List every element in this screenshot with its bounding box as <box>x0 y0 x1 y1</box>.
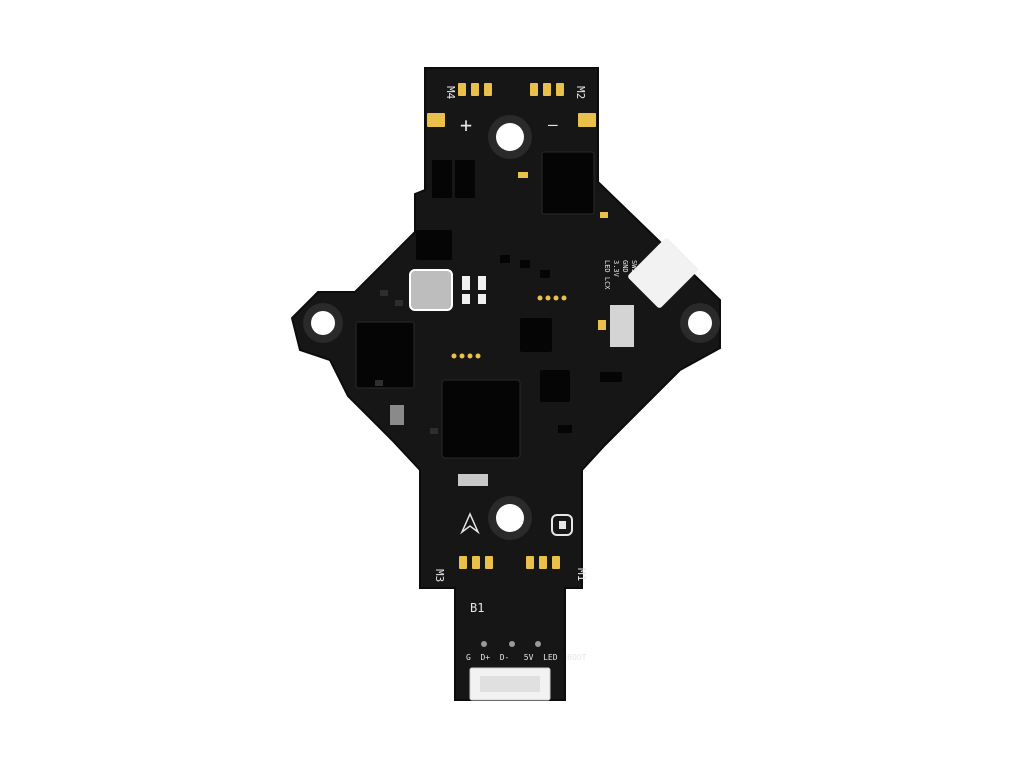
passive-components <box>375 172 634 486</box>
side-connector <box>628 238 698 308</box>
label-sw: SW1 <box>630 260 638 273</box>
label-m3: M3 <box>433 569 446 582</box>
label-led-lcx: LED LCX <box>603 260 611 290</box>
label-b1: B1 <box>470 601 484 615</box>
side-connector-labels: SW1 GND 3.3V LED LCX <box>603 260 638 290</box>
test-points <box>481 641 541 647</box>
regulator-chip <box>541 151 595 215</box>
direction-arrow-icon <box>460 512 480 535</box>
label-m2: M2 <box>574 86 587 99</box>
motor-pads-top <box>427 83 596 127</box>
label-usb-pins: G D+ D- 5V LED BOOT <box>466 653 587 662</box>
label-3v3: 3.3V <box>612 260 620 278</box>
label-m1: M1 <box>575 568 588 581</box>
label-m4: M4 <box>444 86 457 100</box>
ics <box>355 151 595 459</box>
label-plus: + <box>460 113 472 137</box>
motor-pads-bottom <box>459 556 560 569</box>
inductor <box>409 269 453 311</box>
label-minus: — <box>548 115 558 134</box>
mounting-holes <box>303 115 720 540</box>
label-gnd: GND <box>621 260 629 273</box>
logo-badge <box>551 514 573 536</box>
esc-chip <box>355 321 415 389</box>
mcu-chip <box>441 379 521 459</box>
